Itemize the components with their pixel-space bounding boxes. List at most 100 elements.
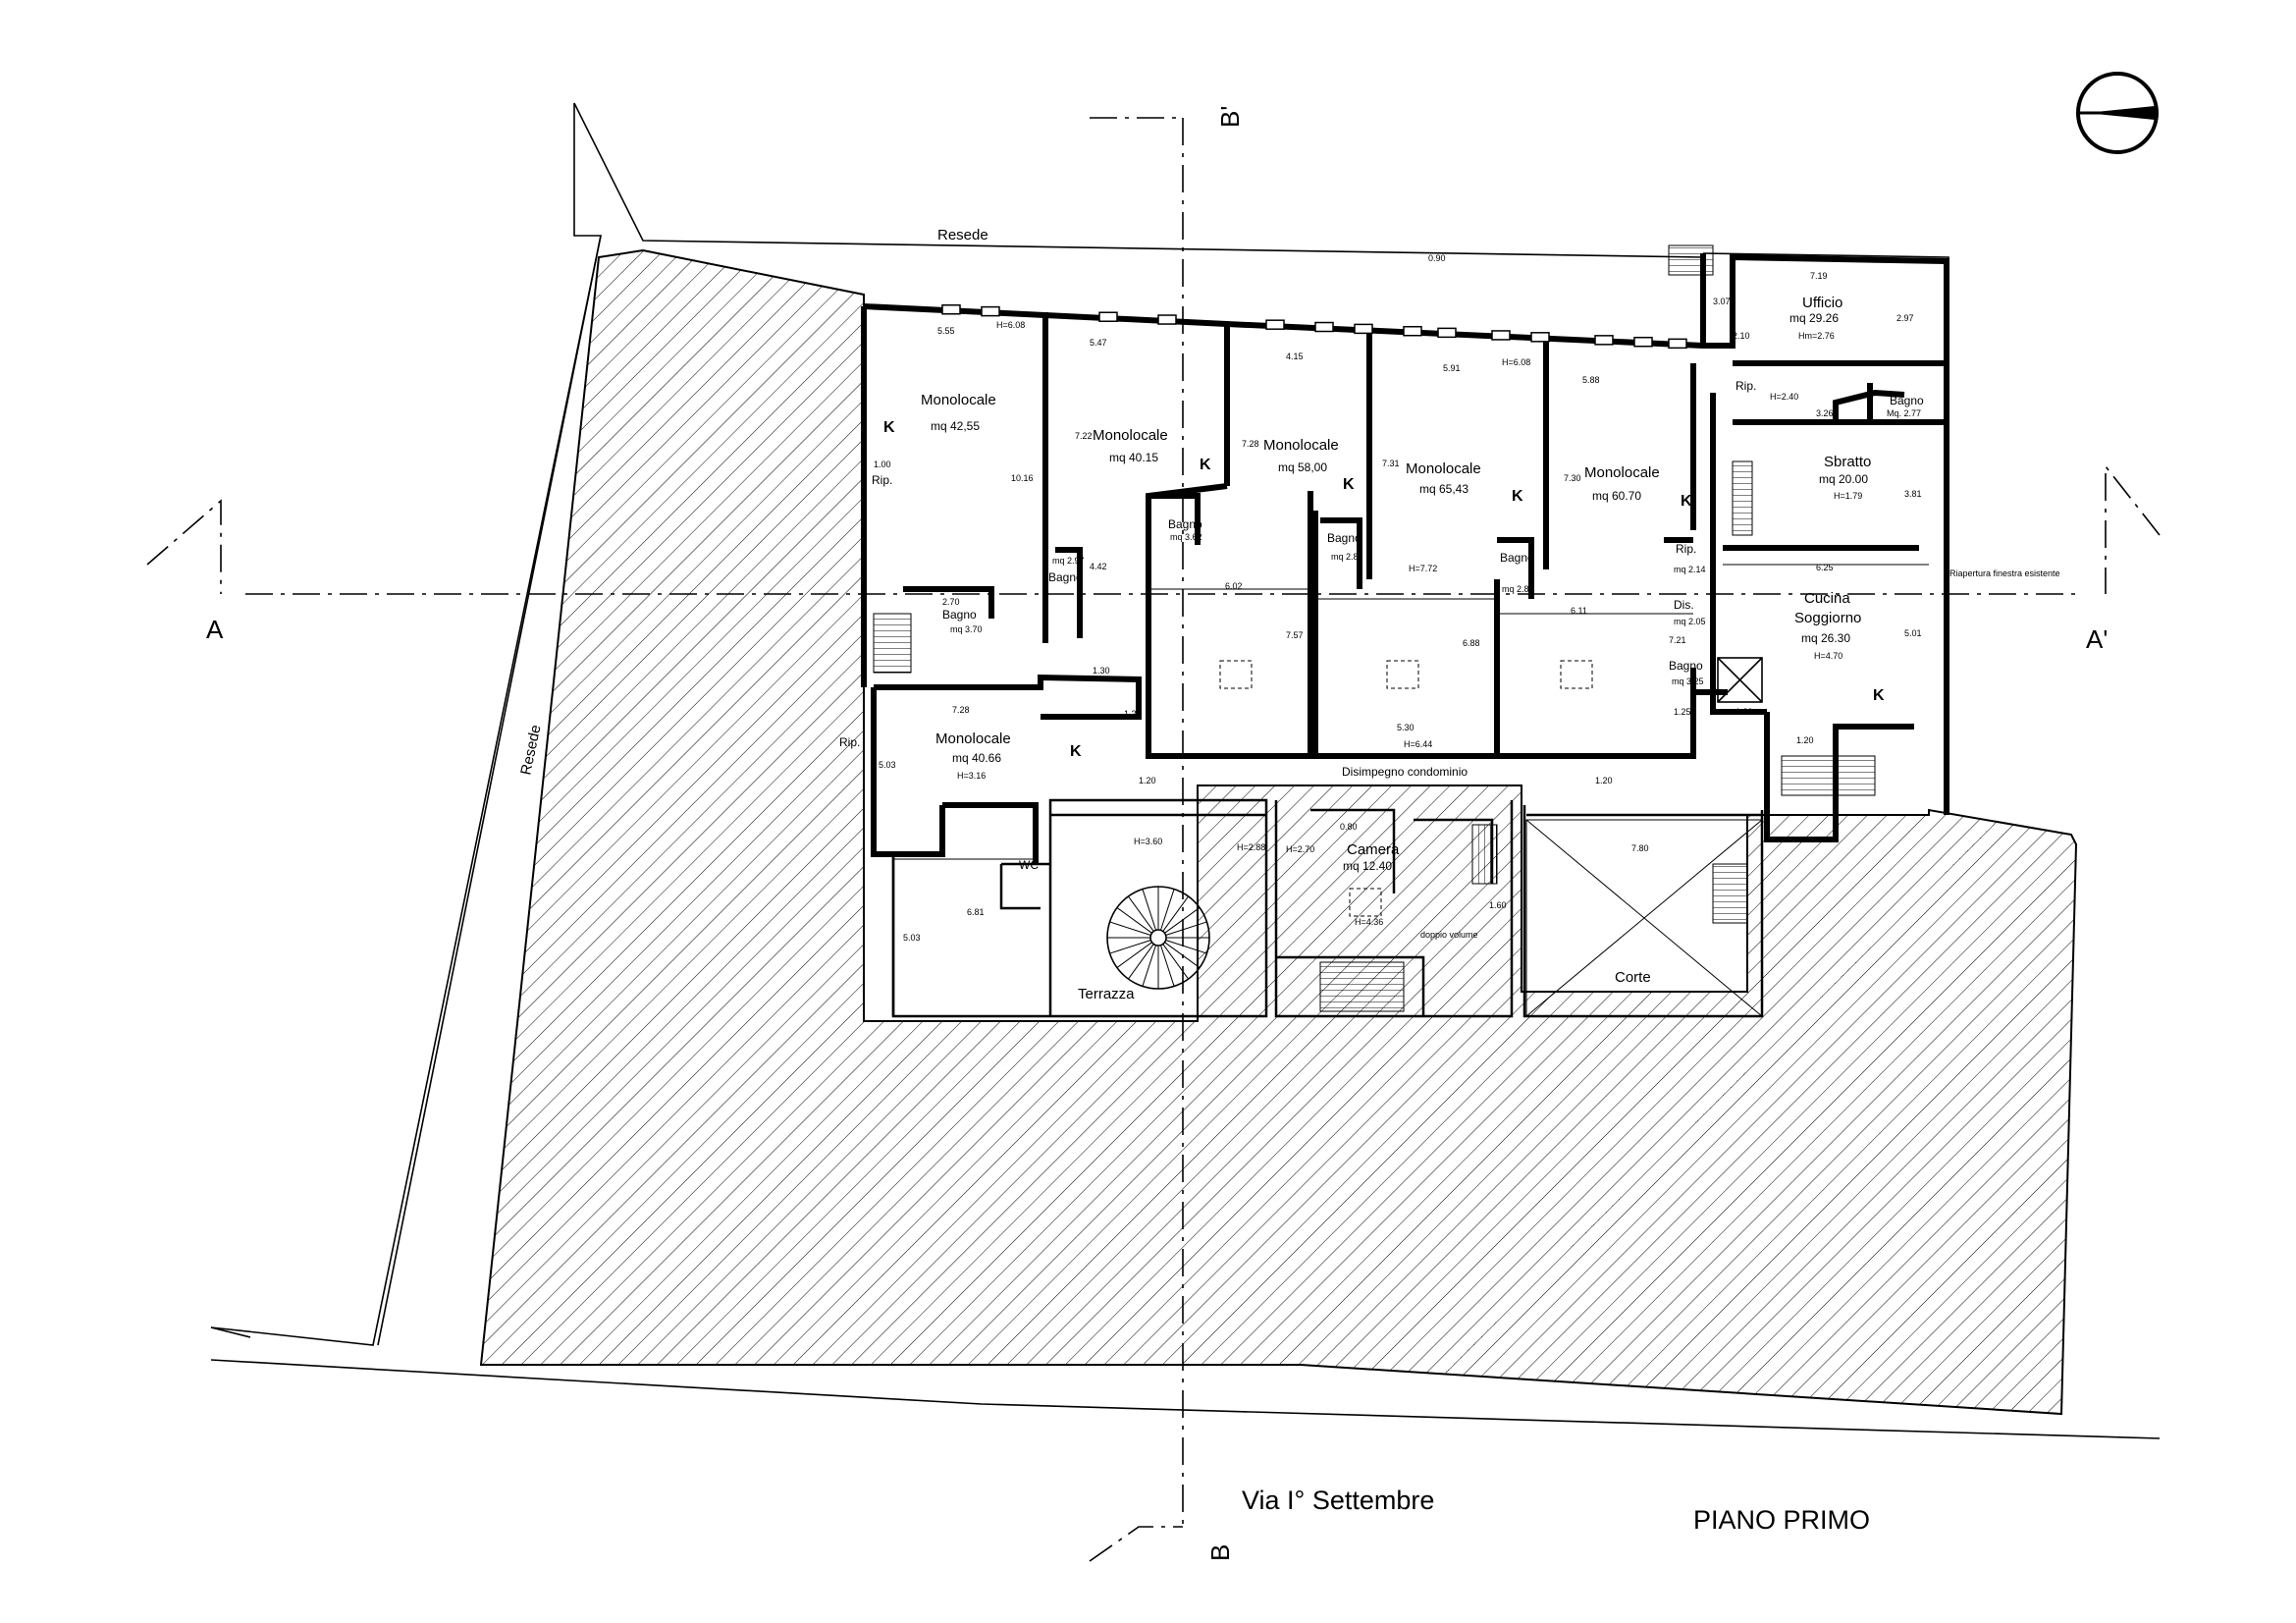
svg-text:2.10: 2.10	[1733, 331, 1750, 341]
room-terrazza: Terrazza	[1078, 986, 1135, 1002]
svg-text:5.47: 5.47	[1090, 338, 1107, 348]
svg-text:1.20: 1.20	[1124, 709, 1142, 719]
svg-text:2.70: 2.70	[942, 597, 960, 607]
svg-text:H=6.08: H=6.08	[996, 320, 1025, 330]
svg-text:mq 26.30: mq 26.30	[1801, 631, 1850, 645]
room-camera: Camera mq 12.40 H=4.36	[1343, 841, 1400, 927]
svg-text:mq 2.14: mq 2.14	[1674, 565, 1706, 574]
svg-text:mq 3.70: mq 3.70	[950, 624, 983, 634]
window-openings	[941, 303, 1687, 350]
svg-text:mq 2.89: mq 2.89	[1502, 584, 1534, 594]
kitchen-marker-1: K	[883, 419, 895, 436]
stairs-5	[1712, 863, 1748, 924]
svg-text:1.60: 1.60	[1489, 900, 1507, 910]
room-monolocale-4: Monolocale mq 65,43 H=7.72	[1406, 460, 1481, 573]
svg-text:1.20: 1.20	[1796, 735, 1814, 745]
svg-text:mq 40.15: mq 40.15	[1109, 451, 1158, 464]
svg-text:H=6.44: H=6.44	[1404, 739, 1432, 749]
svg-text:H=4.36: H=4.36	[1355, 917, 1383, 927]
room-corte: Corte	[1615, 969, 1651, 986]
north-arrow-icon	[2076, 72, 2159, 154]
svg-text:6.88: 6.88	[1463, 638, 1480, 648]
room-ufficio: Ufficio mq 29.26 Hm=2.76	[1789, 295, 1842, 341]
svg-text:Monolocale: Monolocale	[1406, 460, 1481, 477]
svg-text:2.97: 2.97	[1896, 313, 1914, 323]
room-monolocale-3: Monolocale mq 58,00	[1263, 437, 1339, 474]
svg-text:mq 12.40: mq 12.40	[1343, 859, 1392, 873]
section-line-b	[1089, 117, 1184, 1562]
svg-text:H=2.40: H=2.40	[1770, 392, 1798, 402]
svg-text:WC: WC	[1019, 858, 1039, 872]
street-name: Via I° Settembre	[1242, 1486, 1434, 1515]
kitchen-marker-5: K	[1681, 493, 1692, 510]
skylight-1	[1219, 660, 1253, 689]
svg-text:7.22: 7.22	[1075, 431, 1093, 441]
room-monolocale-1: Monolocale mq 42,55 H=6.08	[921, 320, 1025, 433]
section-label-a: A	[206, 615, 224, 644]
svg-text:mq 42,55: mq 42,55	[931, 419, 980, 433]
svg-text:Bagno: Bagno	[1890, 394, 1924, 407]
svg-text:Monolocale: Monolocale	[1584, 464, 1660, 481]
svg-text:4.15: 4.15	[1286, 352, 1304, 361]
svg-text:mq 20.00: mq 20.00	[1819, 472, 1868, 486]
stairs-3	[1319, 961, 1405, 1012]
svg-text:7.31: 7.31	[1382, 459, 1400, 468]
svg-text:Rip.: Rip.	[839, 735, 860, 749]
label-resede-top: Resede	[937, 227, 988, 243]
svg-text:H=3.60: H=3.60	[1134, 837, 1162, 846]
svg-text:mq 3.25: mq 3.25	[1672, 676, 1704, 686]
label-resede-left: Resede	[517, 724, 544, 777]
svg-text:7.80: 7.80	[1631, 843, 1649, 853]
svg-text:0.80: 0.80	[1340, 822, 1358, 832]
svg-text:5.91: 5.91	[1443, 363, 1461, 373]
svg-text:Bagno: Bagno	[1669, 659, 1703, 673]
svg-text:mq 2.97: mq 2.97	[1052, 556, 1085, 566]
room-disimpegno: Disimpegno condominio	[1342, 765, 1468, 779]
stairs-7	[1732, 460, 1753, 536]
dimension-labels: 5.55 5.47 4.15 5.91 5.88 10.16 7.22 7.28…	[874, 253, 1922, 943]
svg-text:H=1.79: H=1.79	[1834, 491, 1862, 501]
stairs-4	[1471, 824, 1498, 885]
skylight-4	[1349, 888, 1382, 917]
svg-text:mq 3.62: mq 3.62	[1170, 532, 1202, 542]
svg-text:Cucina: Cucina	[1804, 590, 1850, 607]
svg-text:Dis.: Dis.	[1674, 598, 1694, 612]
svg-text:10.16: 10.16	[1011, 473, 1034, 483]
section-label-b-prime: B'	[1215, 106, 1245, 128]
svg-text:1.20: 1.20	[1139, 776, 1156, 785]
skylight-2	[1386, 660, 1419, 689]
svg-text:3.81: 3.81	[1904, 489, 1922, 499]
lift-shaft	[1717, 657, 1763, 703]
svg-text:Soggiorno: Soggiorno	[1794, 610, 1861, 626]
section-label-b: B	[1205, 1544, 1235, 1561]
svg-text:Rip.: Rip.	[872, 473, 892, 487]
svg-text:mq 2.05: mq 2.05	[1674, 617, 1706, 626]
kitchen-marker-6: K	[1070, 743, 1082, 760]
svg-text:Rip.: Rip.	[1735, 379, 1756, 393]
svg-text:1.20: 1.20	[1735, 707, 1753, 717]
svg-text:6.11: 6.11	[1571, 606, 1587, 616]
svg-text:Bagno: Bagno	[942, 608, 977, 622]
drawing-title: PIANO PRIMO	[1693, 1505, 1870, 1535]
room-sbratto: Sbratto mq 20.00 H=1.79	[1819, 454, 1871, 501]
svg-text:1.20: 1.20	[1595, 776, 1613, 785]
svg-text:3.07: 3.07	[1713, 297, 1731, 306]
label-doppio-volume: doppio volume	[1420, 930, 1478, 940]
svg-text:Mq. 2.77: Mq. 2.77	[1887, 408, 1921, 418]
svg-text:mq 2.89: mq 2.89	[1331, 552, 1363, 562]
svg-text:Monolocale: Monolocale	[921, 392, 996, 408]
mezzanine-lines	[893, 564, 1929, 860]
label-riapertura: Riapertura finestra esistente	[1949, 568, 2060, 578]
svg-text:mq 40.66: mq 40.66	[952, 751, 1001, 765]
svg-text:7.19: 7.19	[1810, 271, 1828, 281]
skylight-3	[1560, 660, 1593, 689]
svg-text:Camera: Camera	[1347, 841, 1400, 858]
svg-text:7.21: 7.21	[1669, 635, 1686, 645]
svg-text:4.42: 4.42	[1090, 562, 1107, 571]
room-monolocale-5: Monolocale mq 60.70	[1584, 464, 1660, 503]
svg-text:5.30: 5.30	[1397, 723, 1415, 732]
svg-text:Ufficio: Ufficio	[1802, 295, 1842, 311]
svg-text:Bagno: Bagno	[1327, 531, 1362, 545]
svg-text:Rip.: Rip.	[1676, 542, 1696, 556]
